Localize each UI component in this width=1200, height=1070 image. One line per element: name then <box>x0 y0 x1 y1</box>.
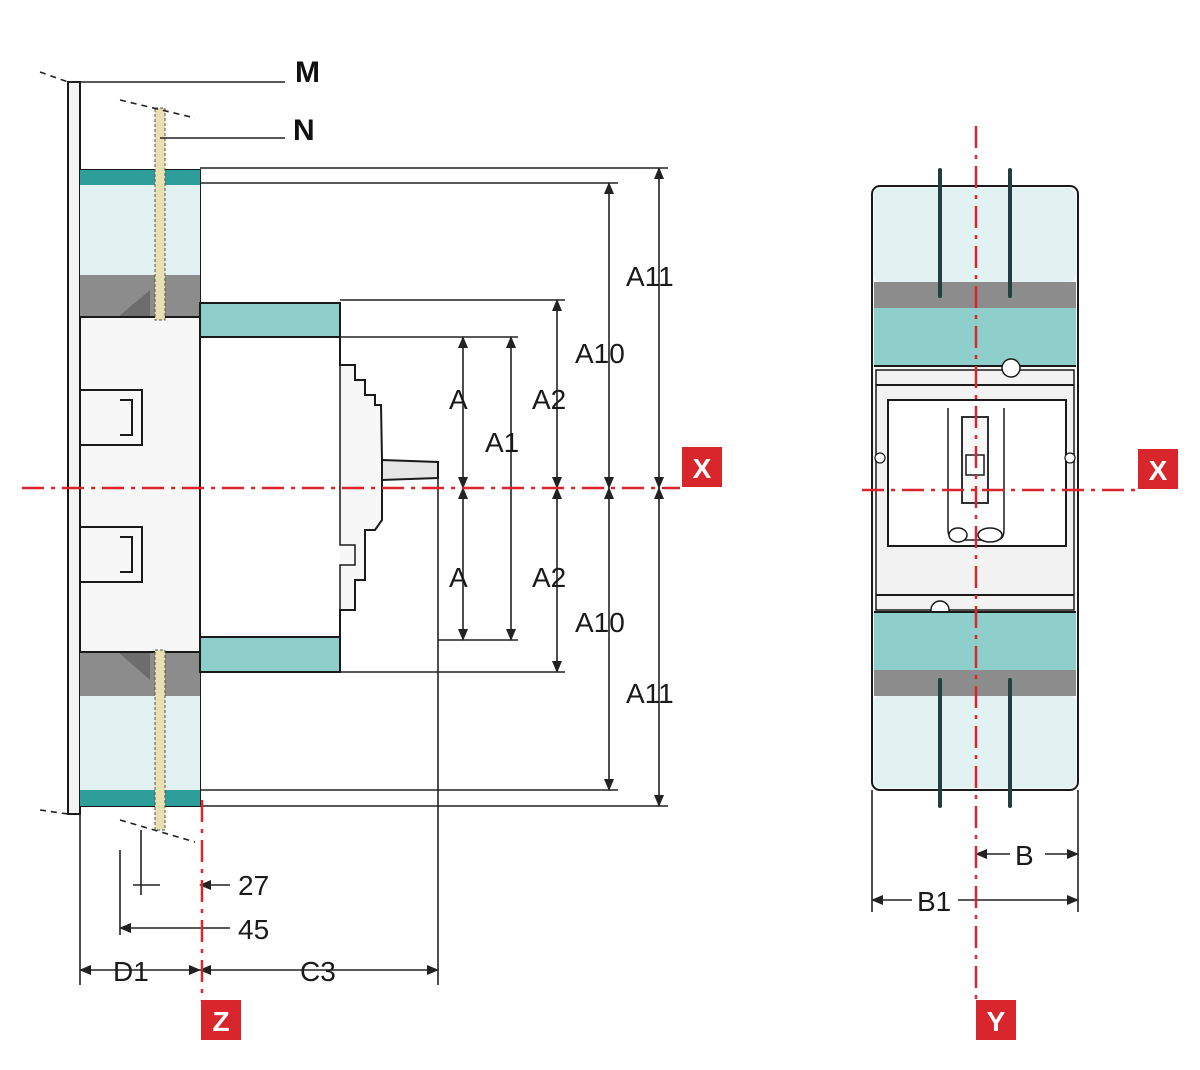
label-B: B <box>1015 840 1034 871</box>
label-A-bottom: A <box>449 562 468 593</box>
label-A10-bottom: A10 <box>575 607 625 638</box>
side-view <box>39 71 439 843</box>
mounting-screw-bottom <box>154 649 166 831</box>
operating-handle <box>381 458 439 482</box>
front-dimensions <box>871 790 1079 912</box>
side-dimensions <box>68 81 668 985</box>
label-A2-bottom: A2 <box>532 562 566 593</box>
svg-text:Y: Y <box>987 1006 1006 1037</box>
label-A1: A1 <box>485 427 519 458</box>
mounting-screw-top <box>154 107 166 321</box>
bottom-teal-strip <box>80 790 200 806</box>
svg-text:X: X <box>1149 455 1168 486</box>
tag-y: Y <box>976 1000 1016 1040</box>
bottom-terminal-cover <box>80 696 200 790</box>
front-cover-bottom-teal <box>199 636 341 673</box>
label-A2-top: A2 <box>532 384 566 415</box>
tag-z: Z <box>201 1000 241 1040</box>
label-A11-top: A11 <box>626 261 674 292</box>
label-A11-bottom: A11 <box>626 678 674 709</box>
front-cover-top-teal <box>199 302 341 338</box>
label-27: 27 <box>238 870 269 901</box>
svg-text:Z: Z <box>212 1006 229 1037</box>
tag-x-right: X <box>1138 449 1178 489</box>
rail-clip-upper <box>80 389 143 446</box>
axes <box>22 126 1136 1002</box>
label-N: N <box>293 114 315 147</box>
front-screws <box>938 168 1012 808</box>
label-C3: C3 <box>300 956 336 987</box>
label-D1: D1 <box>113 956 149 987</box>
mounting-plate <box>67 81 81 815</box>
svg-text:X: X <box>693 453 712 484</box>
top-terminal-cover <box>80 185 200 275</box>
label-45: 45 <box>238 914 269 945</box>
label-A10-top: A10 <box>575 338 625 369</box>
top-teal-strip <box>80 170 200 185</box>
label-A-top: A <box>449 384 468 415</box>
tag-x-left: X <box>682 447 722 487</box>
rail-clip-lower <box>80 526 143 583</box>
label-M: M <box>295 56 320 89</box>
label-B1: B1 <box>917 886 951 917</box>
